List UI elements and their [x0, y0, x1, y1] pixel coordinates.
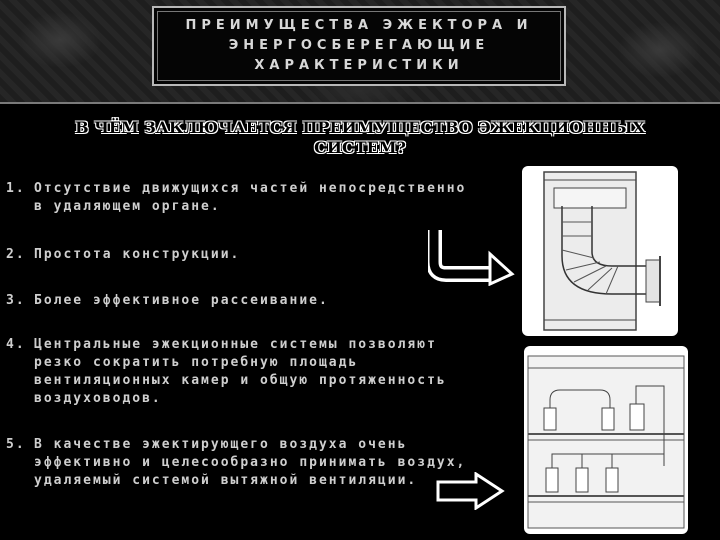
item-number: 2.: [6, 247, 26, 262]
list-item: 1. Отсутствие движущихся частей непосред…: [6, 180, 474, 216]
item-text: В качестве эжектирующего воздуха очень э…: [34, 437, 467, 488]
item-number: 5.: [6, 437, 26, 452]
title-frame: ПРЕИМУЩЕСТВА ЭЖЕКТОРА И ЭНЕРГОСБЕРЕГАЮЩИ…: [152, 6, 566, 86]
list-item: 5. В качестве эжектирующего воздуха очен…: [6, 436, 469, 490]
ejector-system-image: [527, 355, 685, 529]
bent-arrow-icon: [428, 230, 515, 286]
elbow-duct-drawing: [522, 166, 678, 336]
right-arrow-icon: [436, 472, 505, 510]
item-text: Отсутствие движущихся частей непосредств…: [34, 181, 467, 214]
item-number: 3.: [6, 293, 26, 308]
item-number: 1.: [6, 181, 26, 196]
item-text: Более эффективное рассеивание.: [34, 293, 329, 308]
header-divider: [0, 102, 720, 104]
page-title: ПРЕИМУЩЕСТВА ЭЖЕКТОРА И ЭНЕРГОСБЕРЕГАЮЩИ…: [185, 18, 533, 73]
item-text: Простота конструкции.: [34, 247, 241, 262]
elbow-duct-image: [543, 171, 661, 331]
subtitle: В ЧЁМ ЗАКЛЮЧАЕТСЯ ПРЕИМУЩЕСТВО ЭЖЕКЦИОНН…: [75, 118, 645, 157]
list-item: 3. Более эффективное рассеивание.: [6, 292, 474, 310]
item-number: 4.: [6, 337, 26, 352]
list-item: 2. Простота конструкции.: [6, 246, 474, 264]
ejector-system-drawing: [524, 346, 688, 534]
list-item: 4. Центральные эжекционные системы позво…: [6, 336, 464, 408]
item-text: Центральные эжекционные системы позволяю…: [34, 337, 447, 406]
